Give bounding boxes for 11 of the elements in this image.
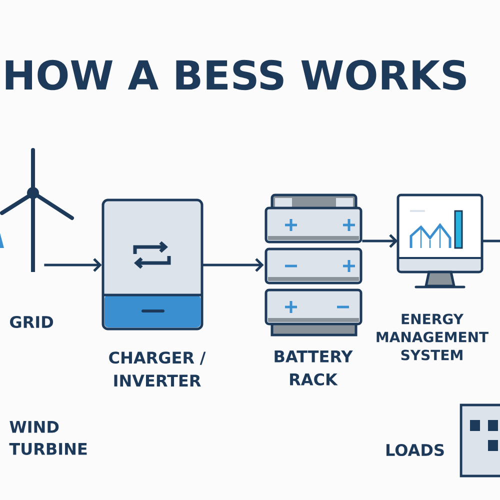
node-label: ENERGY MANAGEMENT SYSTEM [376,314,488,360]
arrow [44,258,102,272]
label: WIND TURBINE [9,421,87,455]
node-label: LOADS [386,444,444,456]
node-label: BATTERY RACK [274,350,353,386]
label: GRID [10,316,54,328]
title: HOW A BESS WORKS [6,60,466,90]
wind-turbine-drawing [0,148,74,272]
node-label: CHARGER / INVERTER [109,352,206,386]
arrow [362,234,398,248]
arrow [202,258,264,272]
